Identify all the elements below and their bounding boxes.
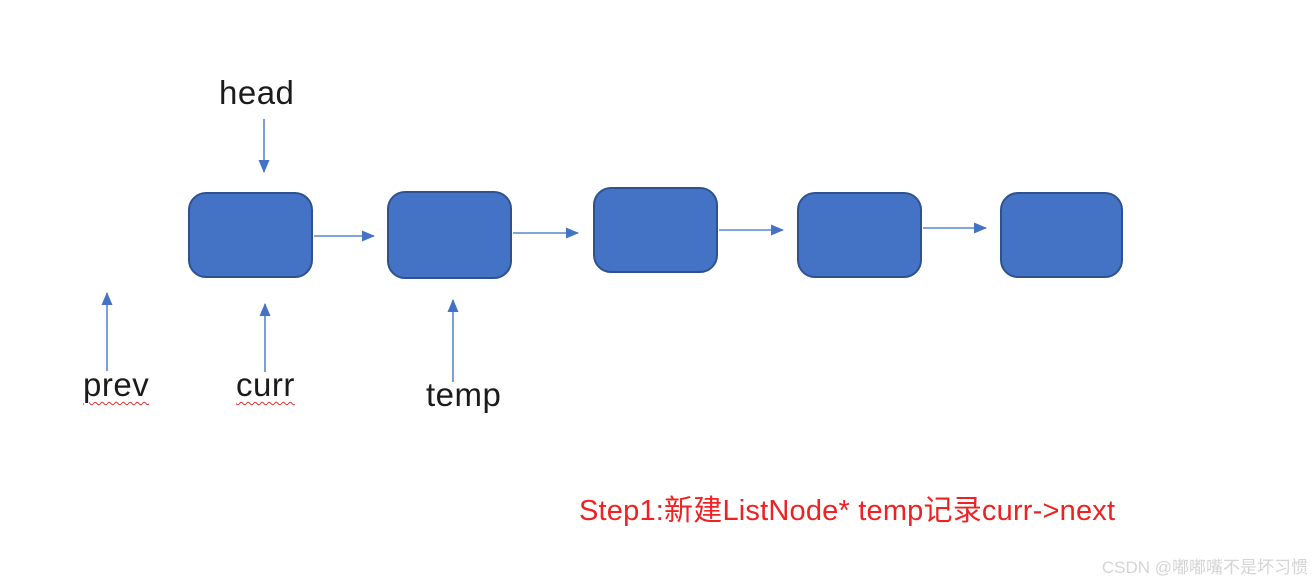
csdn-watermark: CSDN @嘟嘟嘴不是坏习惯 — [1101, 558, 1308, 577]
prev-label: prev — [83, 366, 150, 403]
list-node-4 — [797, 192, 922, 278]
list-node-5 — [1000, 192, 1123, 278]
temp-label: temp — [426, 376, 502, 413]
step-caption: Step1:新建ListNode* temp记录curr->next — [579, 495, 1116, 527]
head-label: head — [219, 74, 295, 111]
list-node-3 — [593, 187, 718, 273]
list-node-1 — [188, 192, 313, 278]
curr-label: curr — [236, 366, 295, 403]
list-node-2 — [387, 191, 512, 279]
